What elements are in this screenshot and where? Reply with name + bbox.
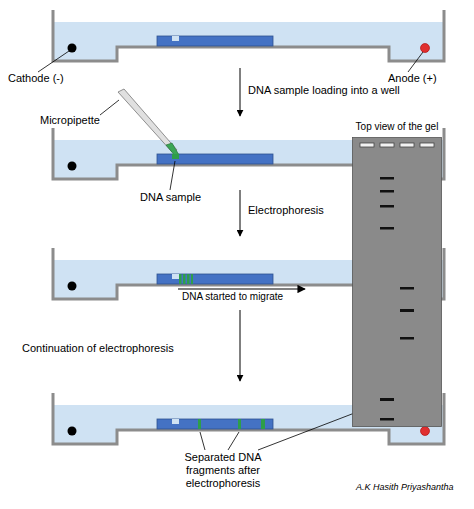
micropipette	[118, 89, 177, 152]
gel-tank	[53, 393, 444, 444]
dna-band	[179, 274, 182, 284]
electrode-label: Cathode (-)	[8, 72, 64, 85]
step-label: Electrophoresis	[248, 204, 324, 217]
gel-plate	[352, 137, 442, 427]
dna-band	[191, 274, 193, 284]
leader-line	[228, 432, 239, 450]
credit-label: A.K Hasith Priyashantha	[356, 482, 454, 493]
step-label: DNA sample loading into a well	[248, 84, 400, 97]
step-arrow	[240, 310, 241, 381]
electrode-label: Anode (+)	[388, 72, 437, 85]
part-label: Separated DNA fragments after electropho…	[168, 451, 278, 491]
gel-top-view: Top view of the gel	[350, 121, 444, 427]
dna-band	[183, 274, 186, 284]
gel-tank	[53, 10, 444, 61]
dna-band	[187, 274, 190, 284]
step-arrow	[240, 68, 241, 116]
step-arrow	[240, 190, 241, 236]
leader-line	[100, 100, 119, 115]
dna-sample	[172, 154, 179, 159]
migration-arrow	[178, 288, 305, 289]
leader-line	[38, 51, 69, 72]
dna-band	[261, 419, 265, 429]
migration-label: DNA started to migrate	[182, 291, 283, 303]
part-label: DNA sample	[140, 191, 201, 204]
dna-band	[198, 419, 201, 429]
leader-line	[200, 432, 205, 450]
leader-line	[170, 161, 175, 190]
step-label: Continuation of electrophoresis	[22, 342, 174, 355]
leader-line	[408, 52, 423, 72]
node-heading: Top view of the gel	[350, 121, 444, 132]
part-label: Micropipette	[40, 114, 100, 127]
dna-band	[238, 419, 241, 429]
